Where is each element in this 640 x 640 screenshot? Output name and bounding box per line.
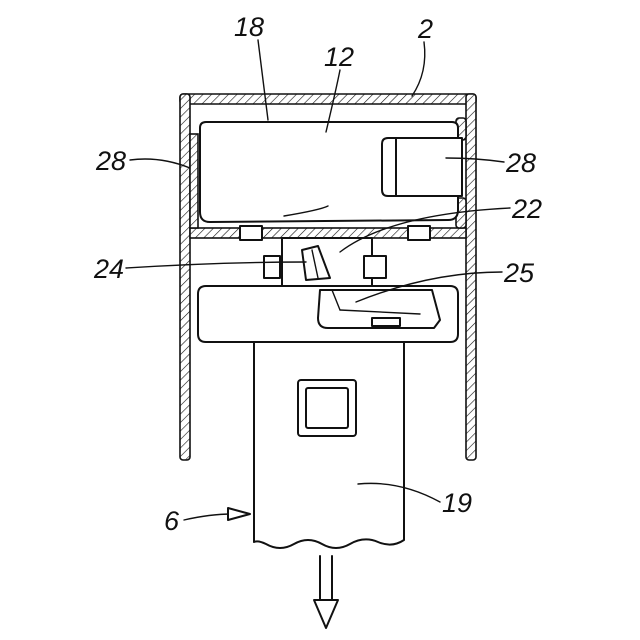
slider-body: [200, 122, 462, 240]
connector-stem: [264, 238, 386, 288]
label-25: 25: [503, 258, 535, 288]
label-24: 24: [93, 254, 124, 284]
handle-head: [198, 286, 458, 342]
label-6: 6: [164, 506, 180, 536]
label-28-left: 28: [95, 146, 126, 176]
label-22: 22: [511, 194, 542, 224]
strap: [254, 342, 404, 548]
label-19: 19: [442, 488, 472, 518]
label-18: 18: [234, 12, 264, 42]
label-28-right: 28: [505, 148, 536, 178]
label-2: 2: [417, 14, 433, 44]
label-12: 12: [324, 42, 354, 72]
pull-arrow: [314, 556, 338, 628]
